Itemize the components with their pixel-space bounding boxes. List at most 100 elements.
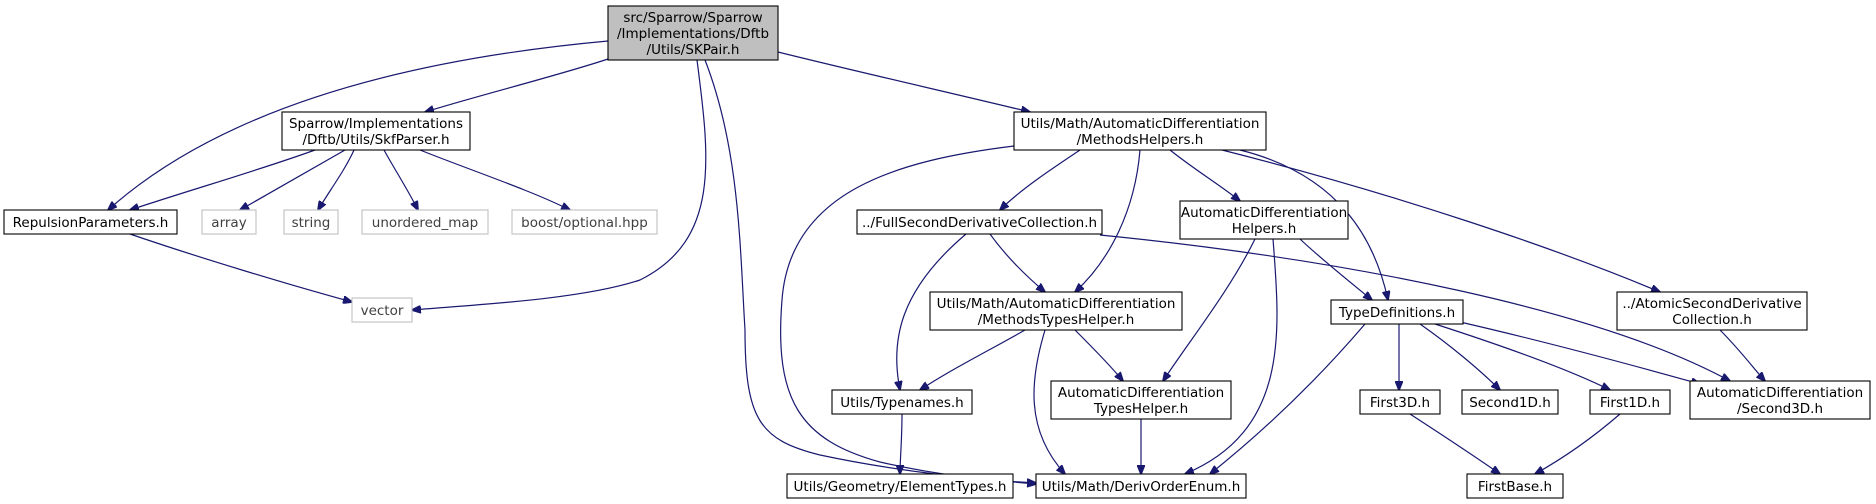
node-type-definitions[interactable]: TypeDefinitions.h xyxy=(1330,299,1464,325)
node-label-line: AutomaticDifferentiation xyxy=(1697,385,1863,401)
node-label-line: unordered_map xyxy=(372,215,478,231)
edge-atomic_second-to-second3d xyxy=(1719,329,1765,381)
node-box xyxy=(831,389,973,415)
edge-skfparser-to-array xyxy=(240,149,346,210)
node-label-line: Utils/Math/DerivOrderEnum.h xyxy=(1042,479,1241,495)
edge-methods_helpers-to-ad_helpers xyxy=(1169,149,1240,201)
node-label-line: ../AtomicSecondDerivative xyxy=(1622,296,1801,312)
node-skfparser[interactable]: Sparrow/Implementations/Dftb/Utils/SkfPa… xyxy=(281,111,471,151)
node-label-line: TypesHelper.h xyxy=(1093,401,1188,417)
node-label-line: string xyxy=(292,215,331,231)
node-typenames[interactable]: Utils/Typenames.h xyxy=(831,389,973,415)
node-first3d[interactable]: First3D.h xyxy=(1359,389,1441,415)
node-element-types[interactable]: Utils/Geometry/ElementTypes.h xyxy=(786,473,1014,499)
edge-type_definitions-to-first1d xyxy=(1434,323,1610,390)
node-box xyxy=(3,209,178,235)
node-box xyxy=(1013,111,1267,151)
node-repulsion[interactable]: RepulsionParameters.h xyxy=(3,209,178,235)
edge-full_second-to-typenames xyxy=(897,233,967,390)
edge-first1d-to-first_base xyxy=(1535,413,1621,474)
node-box xyxy=(511,209,658,235)
node-unordered-map[interactable]: unordered_map xyxy=(361,209,489,235)
node-label-line: Collection.h xyxy=(1672,312,1752,328)
node-label-line: /Second3D.h xyxy=(1737,401,1823,417)
node-label-line: /MethodsTypesHelper.h xyxy=(978,312,1135,328)
node-label-line: Utils/Math/AutomaticDifferentiation xyxy=(1021,116,1260,132)
node-label-line: Utils/Math/AutomaticDifferentiation xyxy=(937,296,1176,312)
node-box xyxy=(1359,389,1441,415)
node-first1d[interactable]: First1D.h xyxy=(1589,389,1671,415)
node-box xyxy=(1179,200,1349,240)
node-box xyxy=(361,209,489,235)
node-label-line: /Dftb/Utils/SkfParser.h xyxy=(302,132,449,148)
node-label-line: AutomaticDifferentiation xyxy=(1058,385,1224,401)
node-box xyxy=(607,5,779,61)
node-label-line: First3D.h xyxy=(1370,395,1430,411)
edge-skfparser-to-string xyxy=(318,149,355,210)
node-box xyxy=(786,473,1014,499)
edge-typenames-to-element_types xyxy=(900,413,902,474)
edge-skpair-to-vector xyxy=(412,59,707,310)
edge-full_second-to-methods_types_helper xyxy=(989,233,1045,292)
node-methods-helpers[interactable]: Utils/Math/AutomaticDifferentiation/Meth… xyxy=(1013,111,1267,151)
node-first-base[interactable]: FirstBase.h xyxy=(1466,473,1564,499)
node-label-line: Sparrow/Implementations xyxy=(289,116,463,132)
edge-methods_helpers-to-methods_types_helper xyxy=(1075,149,1141,292)
node-box xyxy=(1589,389,1671,415)
node-box xyxy=(281,111,471,151)
node-label-line: TypeDefinitions.h xyxy=(1338,305,1455,321)
node-skpair[interactable]: src/Sparrow/Sparrow/Implementations/Dftb… xyxy=(607,5,779,61)
edge-skfparser-to-boost_optional xyxy=(419,149,570,210)
edge-skpair-to-methods_helpers xyxy=(777,51,1030,112)
node-array[interactable]: array xyxy=(201,209,257,235)
node-box xyxy=(1330,299,1464,325)
node-boost-optional[interactable]: boost/optional.hpp xyxy=(511,209,658,235)
edge-methods_helpers-to-atomic_second xyxy=(1221,149,1660,292)
node-box xyxy=(201,209,257,235)
node-label-line: Utils/Geometry/ElementTypes.h xyxy=(794,479,1007,495)
edge-methods_helpers-to-full_second xyxy=(1000,149,1081,210)
node-label-line: /Implementations/Dftb xyxy=(617,26,769,42)
edge-skpair-to-deriv_order xyxy=(704,59,1036,483)
node-label-line: Second1D.h xyxy=(1469,395,1551,411)
node-label-line: FirstBase.h xyxy=(1478,479,1552,495)
node-label-line: AutomaticDifferentiation xyxy=(1181,205,1347,221)
node-label-line: src/Sparrow/Sparrow xyxy=(623,10,762,26)
node-full-second[interactable]: ../FullSecondDerivativeCollection.h xyxy=(856,209,1103,235)
edge-ad_helpers-to-ad_types_helper xyxy=(1163,238,1256,381)
edge-methods_types_helper-to-typenames xyxy=(920,329,1026,390)
edge-skfparser-to-repulsion xyxy=(130,149,316,210)
node-second3d[interactable]: AutomaticDifferentiation/Second3D.h xyxy=(1689,380,1871,420)
node-box xyxy=(1035,473,1247,499)
node-label-line: ../FullSecondDerivativeCollection.h xyxy=(862,215,1097,231)
node-label-line: Helpers.h xyxy=(1232,221,1297,237)
edge-repulsion-to-vector xyxy=(129,233,352,302)
node-label-line: /Utils/SKPair.h xyxy=(647,42,740,58)
edge-full_second-to-second3d xyxy=(1099,234,1730,381)
edge-ad_helpers-to-deriv_order xyxy=(1185,238,1278,474)
node-label-line: RepulsionParameters.h xyxy=(13,215,169,231)
edge-type_definitions-to-deriv_order xyxy=(1210,323,1366,474)
node-box xyxy=(929,291,1183,331)
edge-ad_helpers-to-type_definitions xyxy=(1299,238,1372,300)
edge-methods_types_helper-to-deriv_order xyxy=(1033,329,1065,474)
node-deriv-order[interactable]: Utils/Math/DerivOrderEnum.h xyxy=(1035,473,1247,499)
node-box xyxy=(1461,389,1559,415)
node-second1d[interactable]: Second1D.h xyxy=(1461,389,1559,415)
node-label-line: array xyxy=(211,215,246,231)
edge-skfparser-to-unordered_map xyxy=(383,149,418,210)
node-string[interactable]: string xyxy=(283,209,339,235)
node-label-line: /MethodsHelpers.h xyxy=(1077,132,1204,148)
nodes-layer: src/Sparrow/Sparrow/Implementations/Dftb… xyxy=(3,5,1871,499)
node-box xyxy=(1689,380,1871,420)
edge-skpair-to-repulsion xyxy=(108,40,609,210)
node-box xyxy=(856,209,1103,235)
node-vector[interactable]: vector xyxy=(351,297,413,323)
node-box xyxy=(1616,291,1808,331)
node-methods-types-helper[interactable]: Utils/Math/AutomaticDifferentiation/Meth… xyxy=(929,291,1183,331)
node-label-line: First1D.h xyxy=(1600,395,1660,411)
